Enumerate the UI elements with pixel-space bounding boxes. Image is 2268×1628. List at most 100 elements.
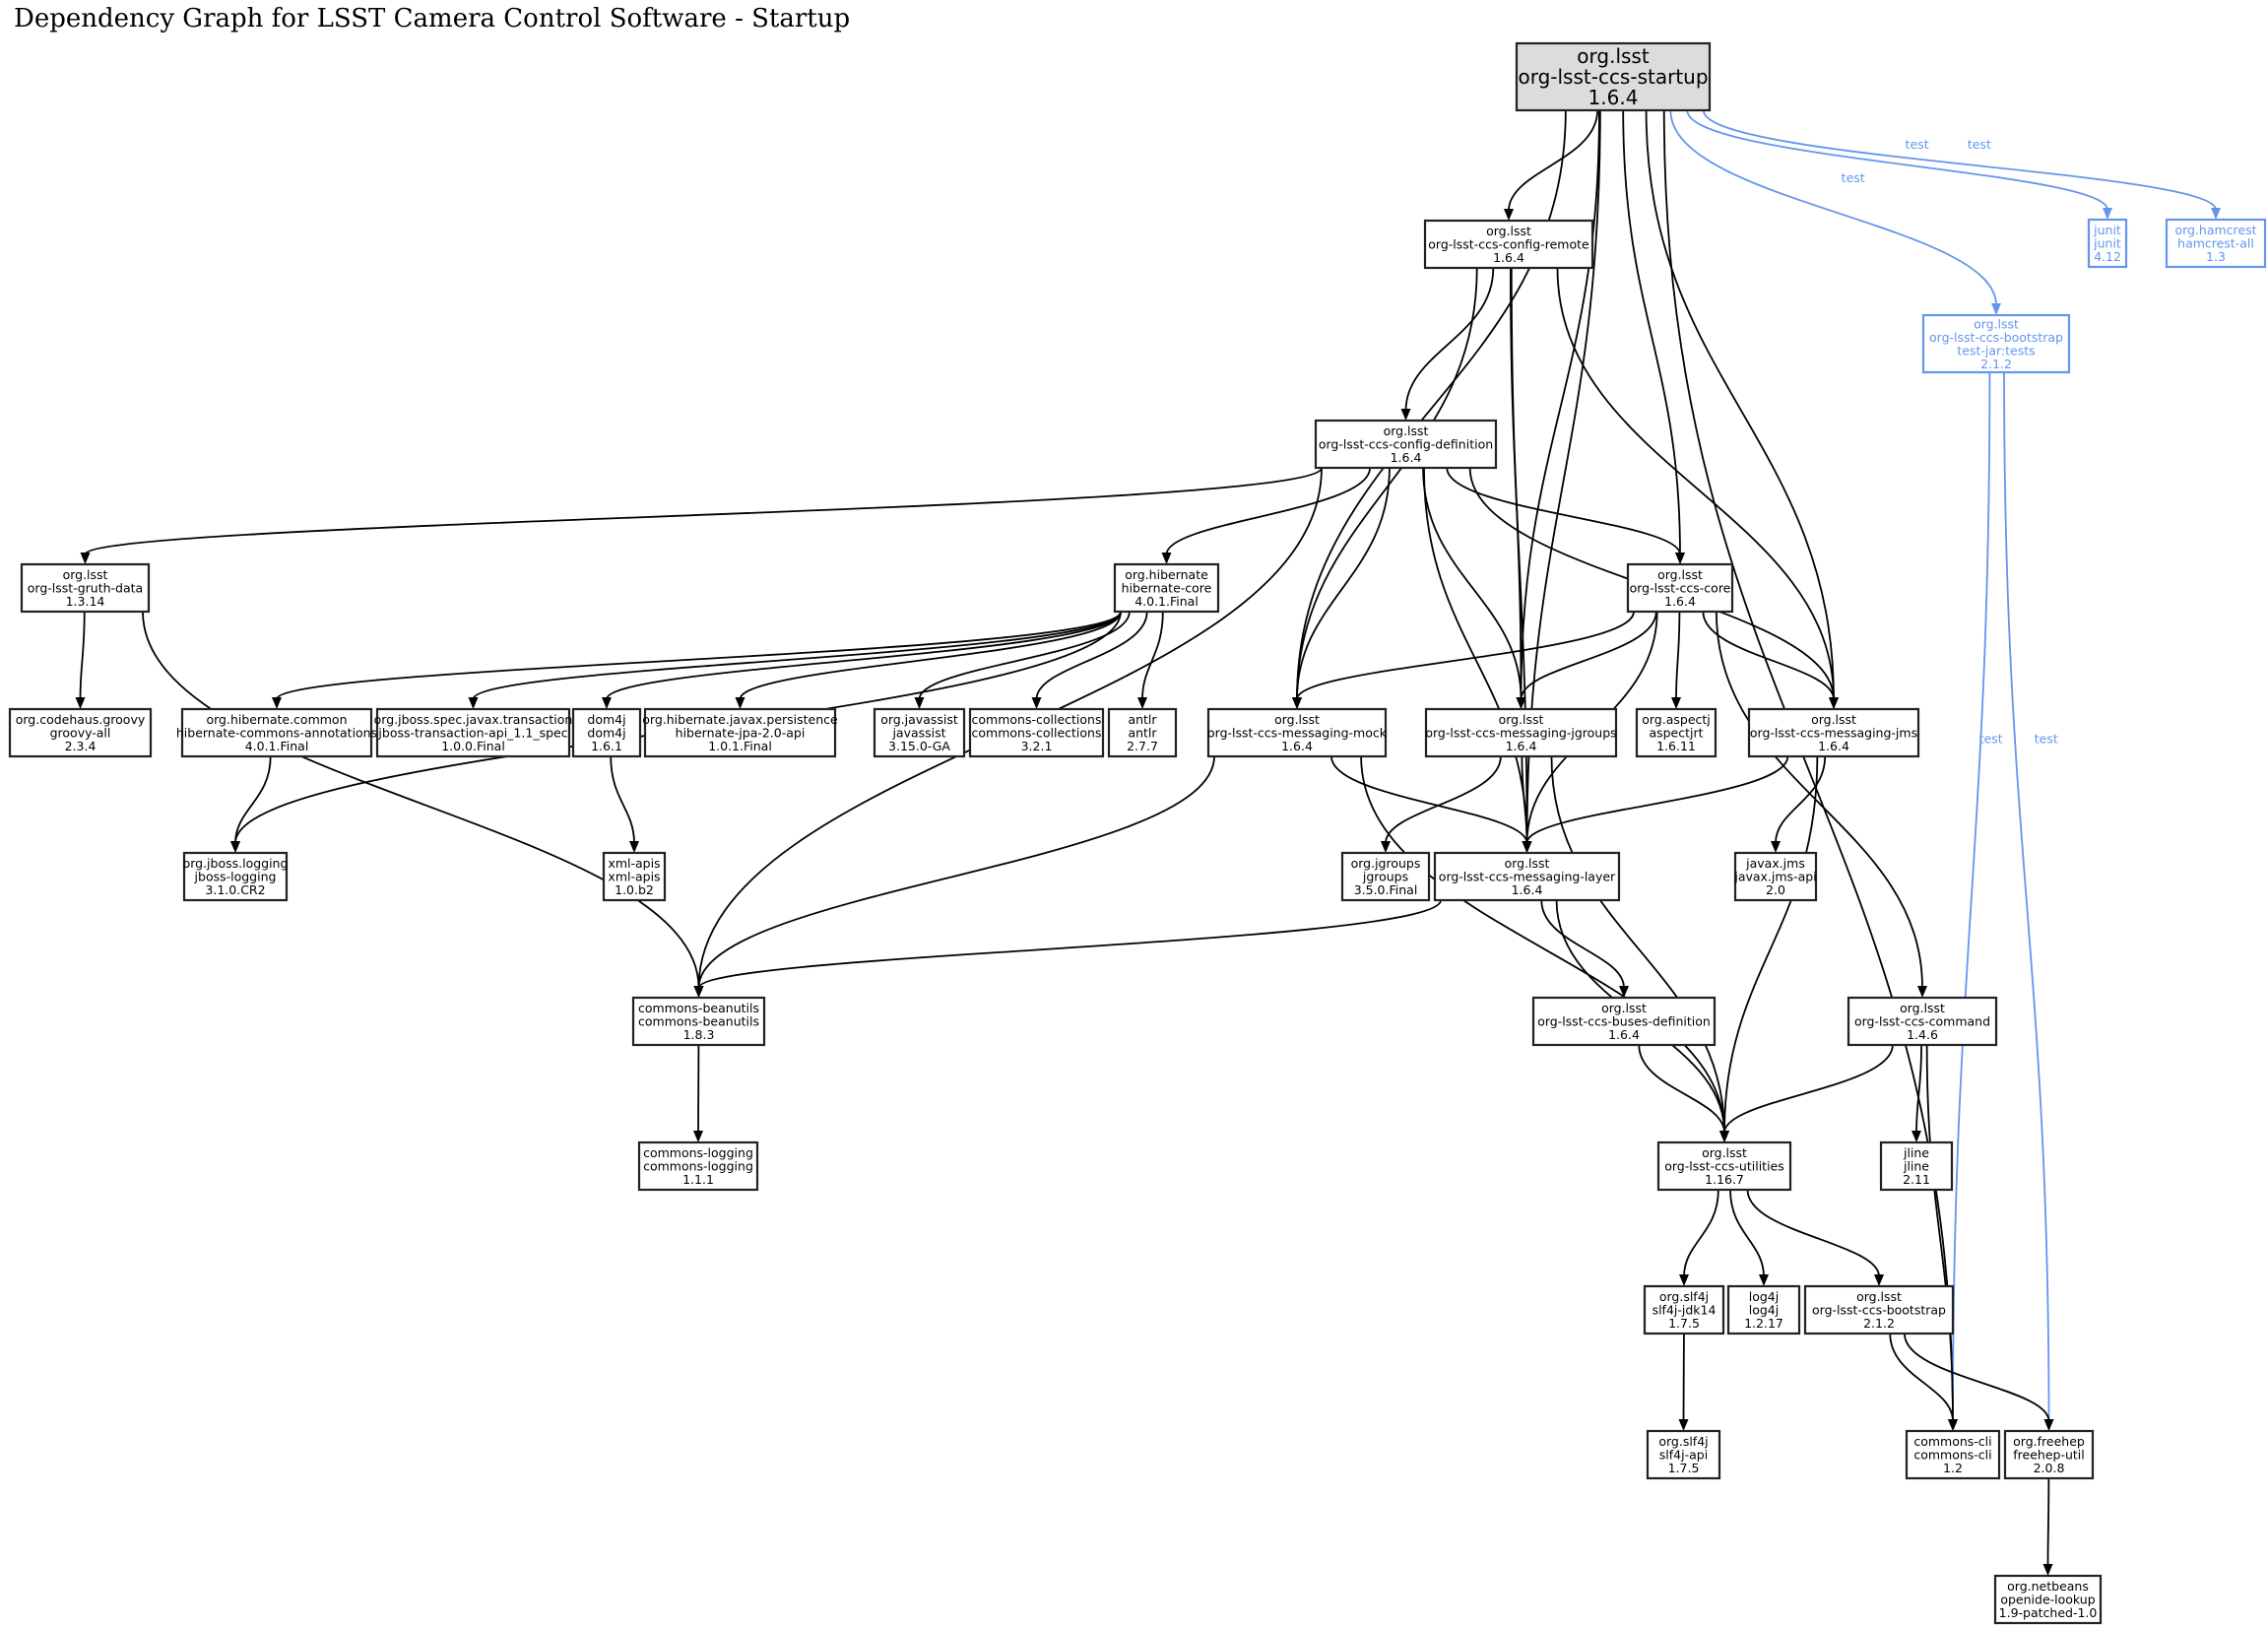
edge-line <box>1675 611 1681 700</box>
edge-line <box>84 467 1323 555</box>
node-hib-jpa[interactable]: org.hibernate.javax.persistencehibernate… <box>642 707 838 758</box>
node-artifact: commons-collections <box>972 726 1102 741</box>
edge-line <box>234 755 272 844</box>
node-artifact: javax.jms-api <box>1733 870 1816 884</box>
edge-line <box>2003 371 2050 1422</box>
edge-line <box>1385 755 1502 844</box>
node-hib-annotations[interactable]: org.hibernate.commonhibernate-commons-an… <box>176 707 377 758</box>
edge-startup-to-hamcrest: test <box>1702 109 2221 220</box>
edge-ccs-core-to-ccs-command <box>1716 611 1927 998</box>
edge-line <box>1360 755 1725 1134</box>
edge-line <box>1296 109 1567 700</box>
edge-line <box>918 611 1131 700</box>
node-version: 1.6.4 <box>1588 86 1639 109</box>
node-artifact: hamcrest-all <box>2177 236 2254 251</box>
node-box <box>1635 707 1717 758</box>
node-group: commons-cli <box>1913 1434 1991 1449</box>
edge-line <box>739 611 1122 700</box>
node-commons-collections[interactable]: commons-collectionscommons-collections3.… <box>968 707 1105 758</box>
edge-line <box>1296 611 1635 700</box>
node-group: jline <box>1903 1145 1929 1160</box>
node-jboss-transaction[interactable]: org.jboss.spec.javax.transactionjboss-tr… <box>374 707 573 758</box>
edge-line <box>1723 1044 1894 1134</box>
node-version: 4.12 <box>2094 249 2121 264</box>
edge-config-definition-to-ccs-core <box>1446 467 1685 564</box>
node-group: dom4j <box>587 712 625 727</box>
node-artifact: jgroups <box>1362 870 1408 884</box>
node-group: org.lsst <box>63 567 108 582</box>
edge-utilities-to-slf4j-jdk14 <box>1679 1189 1719 1286</box>
edge-ccs-core-to-aspectj <box>1671 611 1681 709</box>
edge-line <box>1423 467 1528 844</box>
edge-label: test <box>1968 137 1991 152</box>
edge-messaging-jms-to-jms-api <box>1771 755 1827 853</box>
edge-line <box>1645 109 1835 700</box>
edge-line <box>1889 1333 1954 1422</box>
edge-line <box>1638 1044 1725 1134</box>
node-group: xml-apis <box>608 856 660 871</box>
edge-config-remote-to-messaging-jms <box>1556 267 1839 709</box>
node-artifact: org-lsst-ccs-config-remote <box>1428 237 1589 252</box>
node-box <box>602 851 667 902</box>
node-version: 2.3.4 <box>65 739 97 753</box>
arrowhead-icon <box>1759 1274 1769 1286</box>
edge-line <box>472 611 1122 700</box>
node-box <box>1515 41 1712 112</box>
arrowhead-icon <box>468 697 479 709</box>
node-box <box>1433 851 1621 902</box>
node-box <box>1847 996 1998 1047</box>
node-version: 3.1.0.CR2 <box>205 882 265 897</box>
edge-utilities-to-log4j <box>1729 1189 1769 1286</box>
node-artifact: javassist <box>891 726 945 741</box>
node-group: org.lsst <box>1499 712 1544 727</box>
node-bootstrap-tests[interactable]: org.lsstorg-lsst-ccs-bootstraptest-jar:t… <box>1921 313 2071 374</box>
node-messaging-jgroups[interactable]: org.lsstorg-lsst-ccs-messaging-jgroups1.… <box>1424 707 1618 758</box>
node-openide[interactable]: org.netbeansopenide-lookup1.9-patched-1.… <box>1993 1574 2103 1625</box>
node-config-definition[interactable]: org.lsstorg-lsst-ccs-config-definition1.… <box>1314 419 1498 470</box>
node-box <box>1626 562 1734 614</box>
graph-title: Dependency Graph for LSST Camera Control… <box>14 4 851 33</box>
edge-messaging-layer-to-buses-definition <box>1540 899 1629 998</box>
edge-line <box>1035 611 1148 700</box>
edge-messaging-jgroups-to-jgroups <box>1381 755 1502 853</box>
edge-line <box>697 899 1442 989</box>
node-box <box>1314 419 1498 470</box>
node-messaging-layer[interactable]: org.lsstorg-lsst-ccs-messaging-layer1.6.… <box>1433 851 1621 902</box>
node-buses-definition[interactable]: org.lsstorg-lsst-ccs-buses-definition1.6… <box>1531 996 1717 1047</box>
edge-line <box>79 611 86 700</box>
arrowhead-icon <box>1719 1131 1729 1142</box>
edge-config-definition-to-hibernate-core <box>1161 467 1371 564</box>
node-version: 1.7.5 <box>1668 1461 1700 1475</box>
node-version: 3.2.1 <box>1021 739 1053 753</box>
node-box <box>1206 707 1388 758</box>
